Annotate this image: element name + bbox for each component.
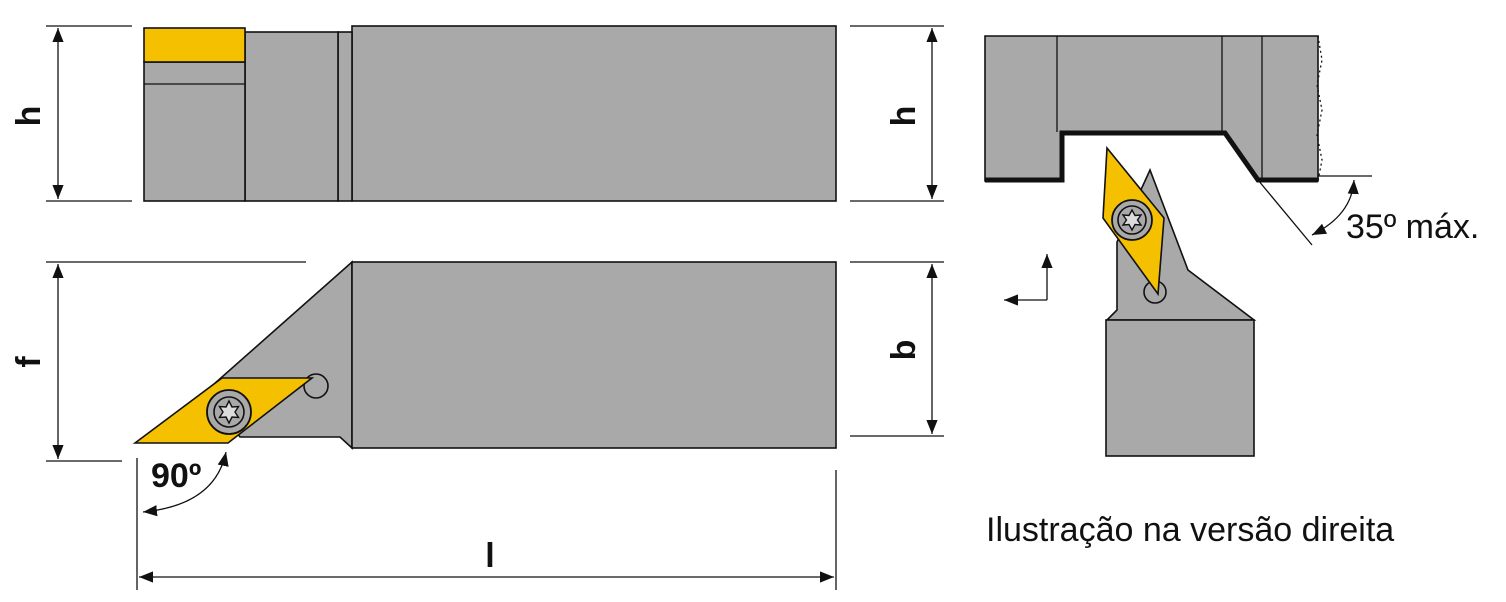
front-view-insert: [143, 27, 246, 63]
dimension-h-front-label: h: [10, 106, 48, 127]
dimension-h-side-label: h: [885, 106, 923, 127]
front-view-shank: [351, 25, 837, 202]
front-view: [143, 25, 837, 202]
workpiece-body: [984, 35, 1319, 182]
dimension-f: f: [10, 261, 306, 462]
top-view-shank: [351, 261, 837, 449]
dimension-h-front: h: [10, 25, 132, 202]
dimension-b-label: b: [885, 340, 923, 361]
front-view-neck: [337, 31, 353, 202]
dimension-l-label: l: [485, 537, 494, 575]
side-holder: [1102, 145, 1257, 457]
side-holder-shank: [1105, 319, 1255, 457]
top-view: [132, 260, 837, 450]
angle-90-label: 90º: [151, 457, 201, 495]
dimension-f-label: f: [10, 356, 48, 368]
torx-screw-icon: [206, 389, 252, 435]
front-view-seat: [143, 61, 246, 202]
version-note: Ilustração na versão direita: [986, 511, 1394, 549]
angle-90: 90º: [142, 451, 229, 517]
workpiece: [984, 35, 1323, 183]
dimension-h-side: h: [850, 25, 944, 202]
angle-35-label: 35º máx.: [1346, 208, 1479, 246]
torx-screw-icon: [1111, 199, 1153, 241]
feed-direction-arrows-icon: [1004, 254, 1053, 306]
dimension-l: l: [136, 458, 837, 590]
dimension-b: b: [850, 261, 944, 437]
angle-35: 35º máx.: [1257, 175, 1479, 246]
front-view-head: [244, 31, 339, 202]
machined-contour: [985, 130, 1318, 183]
